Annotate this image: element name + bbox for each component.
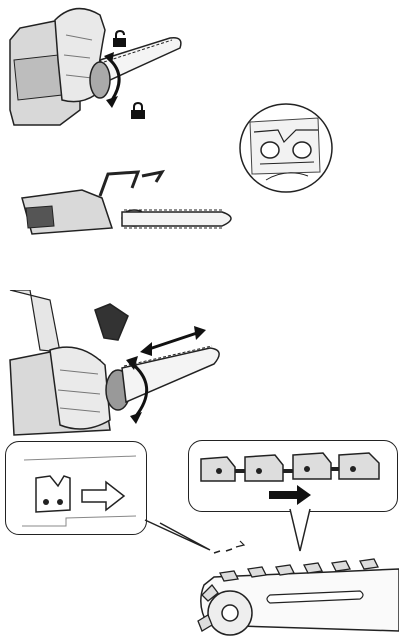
direction-arrow-icon — [269, 485, 311, 505]
figure-chainsaw-side — [12, 168, 242, 243]
callout-pointer-left — [140, 515, 250, 560]
callout-chain-links — [188, 440, 398, 512]
figure-bar-sprocket — [190, 555, 399, 639]
callout-chain-direction — [5, 441, 147, 535]
locked-padlock-icon — [130, 102, 146, 120]
figure-adjust-tension — [0, 290, 230, 440]
direction-arrow-icon — [82, 482, 124, 510]
figure-chain-detail-inset — [238, 102, 334, 194]
callout-pointer-right — [286, 505, 316, 555]
figure-turn-knob — [0, 0, 200, 130]
unlocked-padlock-icon — [112, 30, 128, 48]
